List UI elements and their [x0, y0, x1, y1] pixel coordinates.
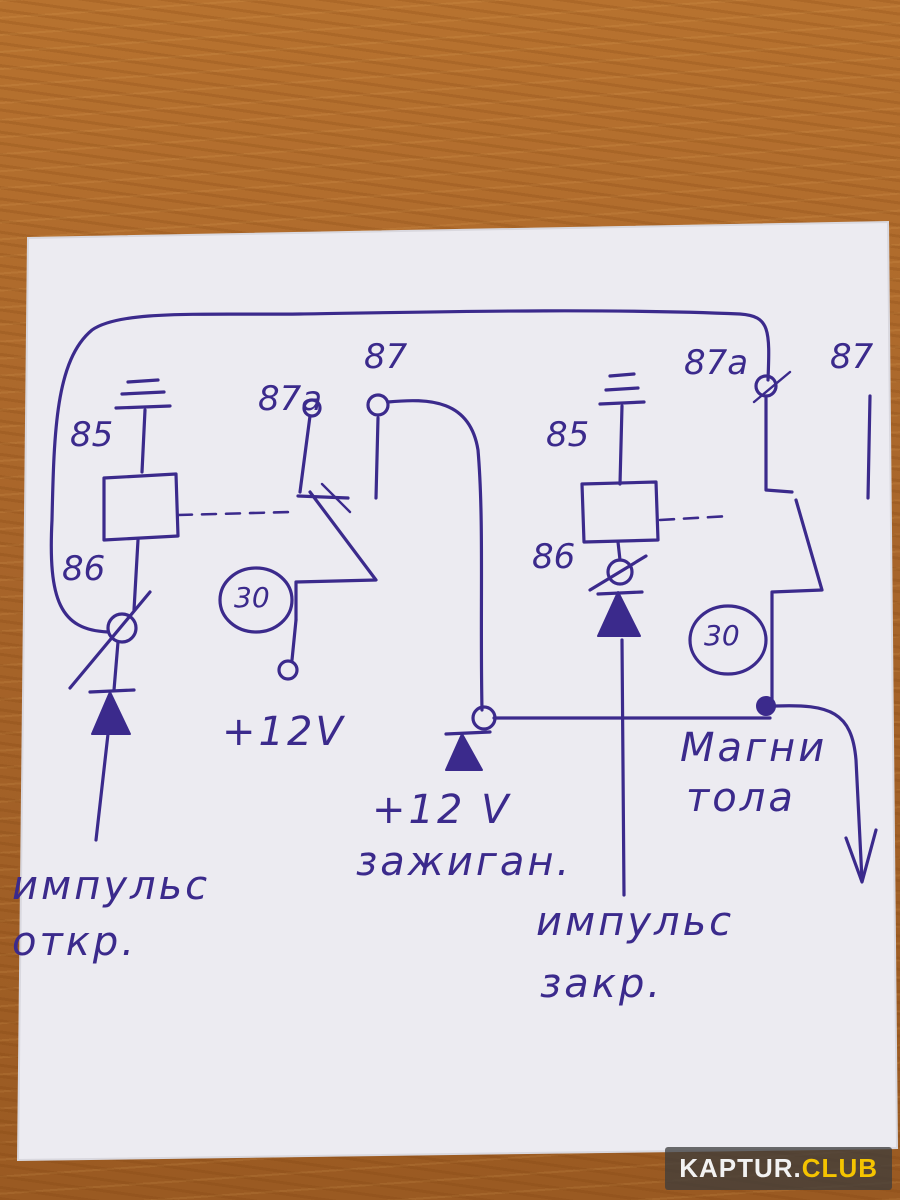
watermark-text-main: KAPTUR.	[679, 1153, 802, 1183]
impulse-open-label-line2: откр.	[12, 919, 138, 965]
watermark-text-accent: CLUB	[801, 1153, 878, 1183]
feedback-wire	[49, 309, 771, 634]
plus12-terminal-icon	[277, 659, 299, 681]
ground-symbol-right-icon	[598, 372, 646, 406]
plus12-left-label: +12V	[222, 709, 346, 755]
ignition-label: зажиган.	[356, 839, 573, 885]
pin-86-right-label: 86	[532, 537, 576, 577]
pin-30-left-label: 30	[234, 581, 270, 614]
diode-left-icon	[91, 691, 131, 735]
pin-30-left-circle	[218, 566, 294, 634]
junction-left-icon	[106, 612, 138, 644]
ground-symbol-left-icon	[114, 378, 172, 410]
impulse-close-label-line1: импульс	[536, 899, 735, 945]
magnitola-label-line2: тола	[686, 775, 796, 821]
pin-85-right-label: 85	[546, 415, 590, 455]
pin-86-left-label: 86	[62, 549, 106, 589]
pin-87-left-dot	[366, 393, 390, 417]
paper-outline	[16, 220, 899, 1162]
junction-magnitola-icon	[756, 696, 776, 716]
pin-85-left-label: 85	[70, 415, 114, 455]
site-watermark: KAPTUR.CLUB	[665, 1147, 892, 1190]
impulse-close-label-line2: закр.	[540, 961, 664, 1007]
relay-coil-left-icon	[102, 472, 180, 542]
pin-30-right-circle	[688, 604, 768, 676]
pin-87a-right-dot	[754, 374, 778, 398]
pin-87-left-label: 87	[364, 337, 408, 377]
pin-87-right-label: 87	[830, 337, 874, 377]
diode-ignition-icon	[445, 733, 483, 771]
pin-87a-right-label: 87a	[684, 343, 749, 383]
junction-right-icon	[606, 558, 634, 586]
output-arrow-icon	[844, 828, 878, 884]
impulse-open-label-line1: импульс	[12, 863, 211, 909]
diode-right-icon	[597, 591, 641, 637]
pin-30-right-label: 30	[704, 619, 740, 652]
pin-87a-left-label: 87a	[258, 379, 323, 419]
plus12-ignition-label: +12 V	[372, 787, 512, 833]
pin-87a-left-dot	[302, 398, 322, 418]
magnitola-label-line1: Магни	[680, 725, 828, 771]
relay-coil-right-icon	[580, 480, 660, 544]
